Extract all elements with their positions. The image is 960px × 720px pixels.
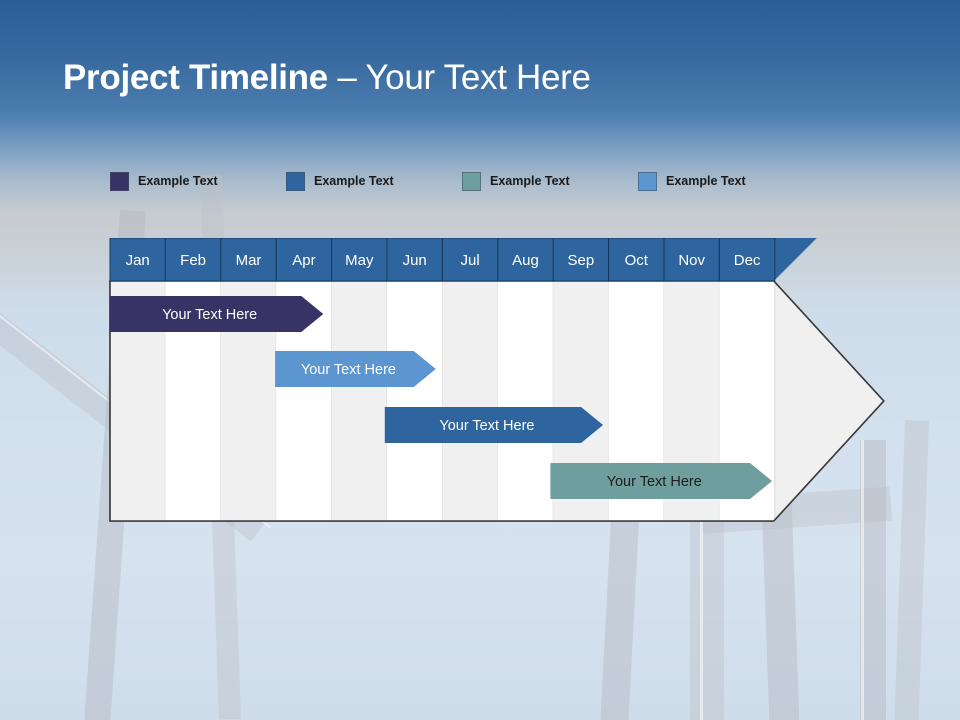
timeline-month-header-cell[interactable] bbox=[718, 238, 776, 282]
legend-swatch-icon bbox=[462, 171, 481, 191]
timeline-month-label: Jan bbox=[126, 252, 150, 269]
timeline-month-header-cell[interactable] bbox=[608, 238, 665, 282]
timeline-month-label: Jul bbox=[461, 252, 480, 269]
legend-swatch-icon bbox=[286, 171, 305, 191]
background-beam-highlight bbox=[861, 440, 864, 720]
timeline-task-label: Your Text Here bbox=[301, 362, 396, 378]
timeline-month-header-cell[interactable] bbox=[275, 238, 333, 282]
timeline-column-band bbox=[331, 281, 387, 521]
timeline-task-arrow-shape bbox=[550, 463, 773, 499]
timeline-task-arrow[interactable]: Your Text Here bbox=[110, 296, 324, 332]
timeline-task-arrow[interactable]: Your Text Here bbox=[275, 351, 436, 387]
timeline-month-header-cell[interactable] bbox=[497, 238, 554, 282]
legend-item-label: Example Text bbox=[138, 174, 218, 188]
timeline-month-label: Sep bbox=[568, 252, 595, 269]
legend-item-label: Example Text bbox=[490, 174, 570, 188]
title-bold-part: Project Timeline bbox=[63, 58, 328, 97]
legend-item[interactable]: Example Text bbox=[286, 171, 394, 191]
timeline-task-label: Your Text Here bbox=[162, 307, 257, 323]
timeline-task-arrow[interactable]: Your Text Here bbox=[384, 407, 604, 443]
timeline-column-band bbox=[442, 281, 498, 521]
legend-item[interactable]: Example Text bbox=[110, 171, 218, 191]
page-title: Project Timeline – Your Text Here bbox=[63, 58, 591, 98]
timeline-month-label: Nov bbox=[678, 252, 705, 269]
legend-item-label: Example Text bbox=[666, 174, 746, 188]
timeline-task-label: Your Text Here bbox=[607, 474, 702, 490]
timeline-month-label: May bbox=[345, 252, 374, 269]
timeline-task-arrow-shape bbox=[275, 351, 436, 387]
timeline-month-header-cell[interactable] bbox=[220, 238, 277, 282]
timeline-column-band bbox=[387, 281, 443, 521]
timeline-month-label: Mar bbox=[236, 252, 262, 269]
legend-swatch-icon bbox=[110, 171, 129, 191]
timeline-month-label: Oct bbox=[625, 252, 649, 269]
timeline-month-label: Feb bbox=[180, 252, 206, 269]
legend-item-label: Example Text bbox=[314, 174, 394, 188]
legend-item[interactable]: Example Text bbox=[462, 171, 570, 191]
legend-item[interactable]: Example Text bbox=[638, 171, 746, 191]
background-beam-highlight bbox=[700, 470, 703, 720]
timeline-month-label: Aug bbox=[512, 252, 539, 269]
background-beam bbox=[860, 440, 886, 720]
timeline-task-arrow-shape bbox=[384, 407, 604, 443]
timeline-task-arrow[interactable]: Your Text Here bbox=[550, 463, 773, 499]
timeline-chart-svg: Jan Feb Mar Apr May Jun Jul Aug Sep Oct Nov DecYour… bbox=[109, 238, 885, 522]
timeline-header-notch bbox=[773, 238, 817, 281]
legend-swatch-icon bbox=[638, 171, 657, 191]
timeline-month-header-cell[interactable] bbox=[331, 238, 388, 282]
timeline-month-header-cell[interactable] bbox=[552, 238, 610, 282]
title-rest-part: – Your Text Here bbox=[327, 58, 591, 97]
timeline-month-label: Jun bbox=[403, 252, 427, 269]
timeline-month-header-cell[interactable] bbox=[386, 238, 443, 282]
timeline-month-label: Apr bbox=[292, 252, 315, 269]
timeline-task-arrow-shape bbox=[110, 296, 324, 332]
timeline-month-header-cell[interactable] bbox=[164, 238, 222, 282]
timeline-month-label: Dec bbox=[734, 252, 761, 269]
timeline-column-band bbox=[497, 281, 554, 521]
timeline-month-header-cell[interactable] bbox=[441, 238, 499, 282]
timeline-task-label: Your Text Here bbox=[439, 418, 534, 434]
